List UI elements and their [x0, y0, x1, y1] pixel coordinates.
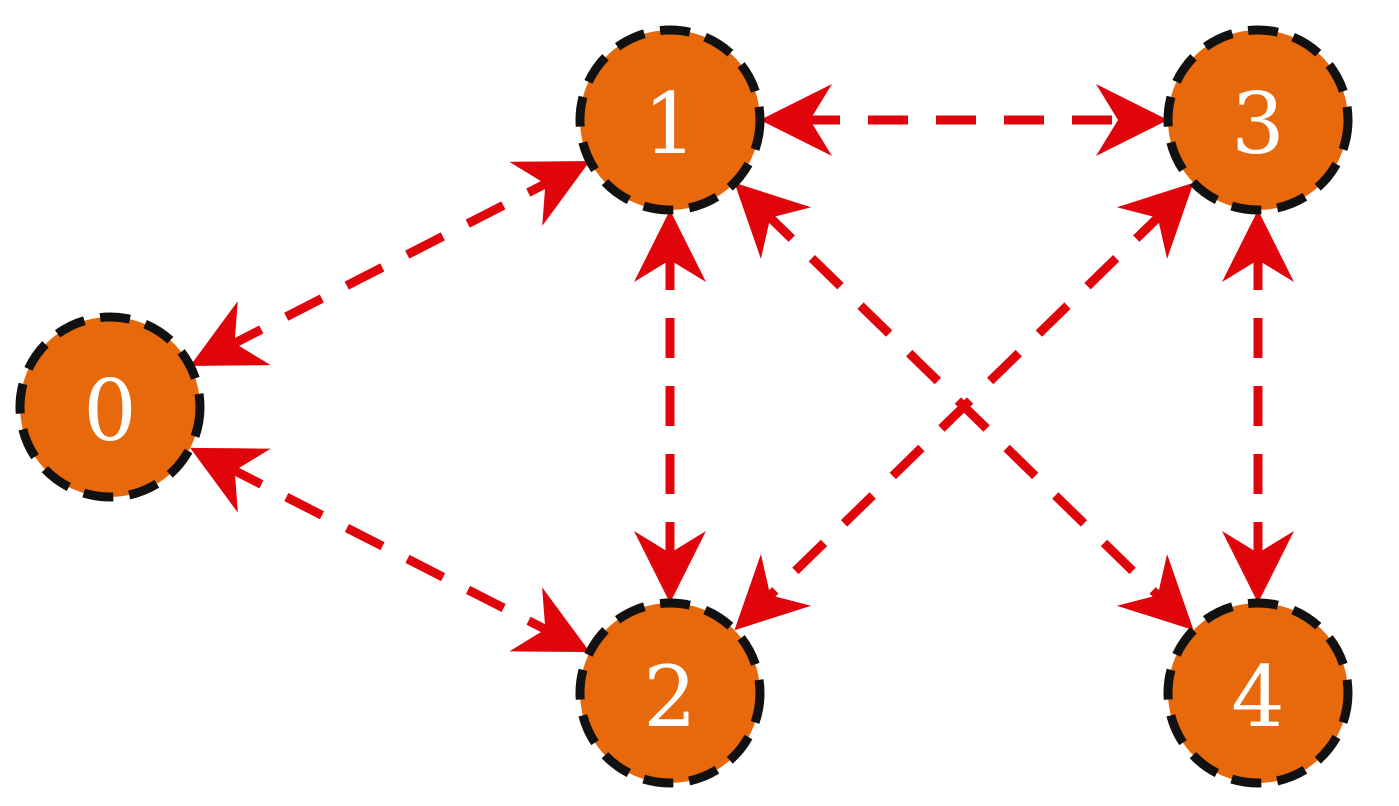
arrowhead-to-1: [760, 84, 832, 156]
node-label: 0: [83, 362, 136, 460]
edges-layer: [190, 84, 1294, 653]
nodes-layer: 0 1 2 3 4: [15, 25, 1353, 788]
arrowhead-to-3: [1096, 84, 1168, 156]
node-2: 2: [575, 598, 765, 788]
edge-0-2: [190, 447, 590, 653]
arrowhead-to-2: [509, 587, 590, 653]
node-circle: [575, 25, 765, 215]
edge-1-3: [760, 84, 1168, 156]
edge-3-2: [734, 182, 1194, 631]
node-1: 1: [575, 25, 765, 215]
arrowhead-to-4: [1116, 554, 1194, 631]
edge-0-1: [190, 161, 590, 366]
arrowhead-to-1: [509, 161, 590, 226]
edge-line: [223, 175, 557, 352]
edge-line: [223, 462, 557, 638]
arrowhead-to-2: [634, 531, 706, 603]
arrowhead-to-2: [734, 554, 812, 631]
arrowhead-to-4: [1222, 531, 1294, 603]
node-label: 4: [1231, 648, 1284, 746]
node-0: 0: [15, 312, 205, 502]
arrowhead-to-3: [1222, 210, 1294, 282]
arrowhead-to-0: [190, 447, 271, 513]
arrowhead-to-1: [734, 182, 812, 259]
node-label: 1: [643, 75, 696, 173]
node-circle: [1163, 25, 1353, 215]
node-circle: [1163, 598, 1353, 788]
edge-line: [759, 207, 1169, 606]
node-3: 3: [1163, 25, 1353, 215]
arrowhead-to-1: [634, 210, 706, 282]
edge-3-4: [1222, 210, 1294, 603]
node-label: 3: [1231, 75, 1284, 173]
node-circle: [15, 312, 205, 502]
edge-1-2: [634, 210, 706, 603]
arrowhead-to-3: [1116, 182, 1194, 259]
arrowhead-to-0: [190, 301, 271, 366]
node-circle: [575, 598, 765, 788]
node-label: 2: [643, 648, 696, 746]
node-4: 4: [1163, 598, 1353, 788]
